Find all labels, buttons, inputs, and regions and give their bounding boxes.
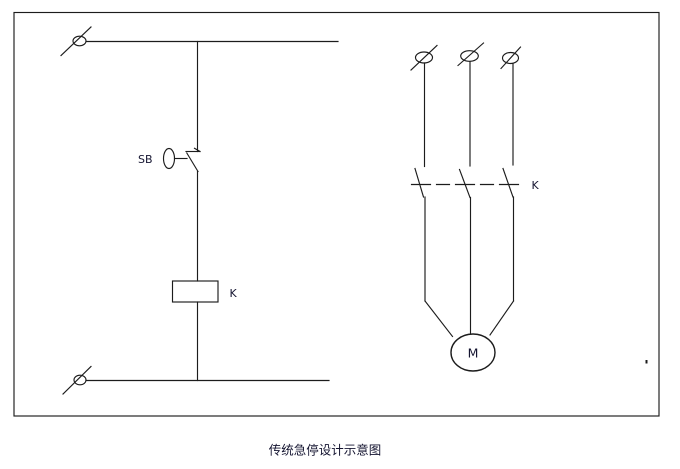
contactor-label: K [532, 179, 540, 192]
phase-terminal-icon-2 [457, 42, 485, 67]
contactor-coil-icon: K [171, 280, 238, 303]
motor-icon: M [450, 333, 496, 372]
terminal-slash [457, 42, 485, 67]
terminal-slash [60, 26, 92, 57]
pushbutton-label: SB [138, 153, 153, 166]
terminal-circle [73, 374, 87, 386]
power-circuit: K M [410, 42, 540, 372]
terminal-slash [62, 365, 92, 395]
phase-wire-3-diagonal [489, 300, 515, 336]
contact-blade [186, 152, 199, 173]
return-terminal-icon [62, 365, 92, 395]
motor-label: M [468, 346, 479, 361]
figure-caption: 传统急停设计示意图 [269, 443, 382, 458]
contactor-contacts-icon: K [410, 167, 540, 199]
terminal-circle [501, 51, 520, 65]
stray-mark [645, 360, 648, 364]
contact-blade-3 [502, 167, 514, 198]
terminal-slash [500, 46, 522, 70]
button-actuator [162, 147, 176, 170]
contact-blade-1 [414, 167, 425, 198]
coil-box [171, 280, 219, 303]
phase-wire-1-diagonal [424, 300, 454, 338]
terminal-slash [410, 44, 438, 71]
control-circuit: SB K [60, 26, 339, 395]
phase-terminal-icon-3 [500, 46, 522, 70]
schematic: SB K [13, 11, 660, 417]
contact-blade-2 [458, 168, 471, 199]
schematic-border [13, 11, 660, 417]
contact-arrow [193, 147, 201, 153]
motor-circle [450, 333, 496, 372]
coil-label: K [230, 287, 238, 300]
emergency-stop-button-icon: SB [138, 147, 201, 173]
